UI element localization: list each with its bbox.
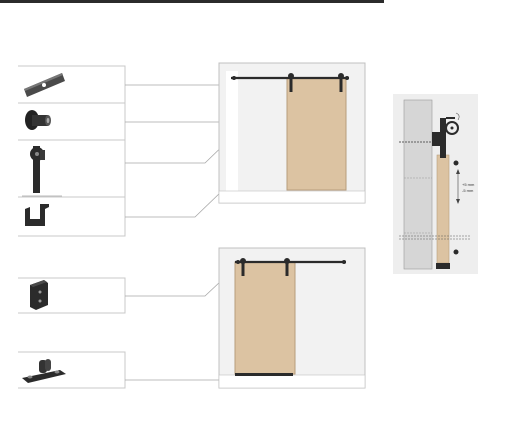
door-illustration-bottom: [218, 247, 366, 389]
anti-jump-clip-icon: [25, 204, 49, 226]
component-box-1: [18, 65, 126, 104]
door-illustration-top: [218, 62, 366, 204]
component-box-4: [18, 196, 126, 237]
component-box-6: [18, 351, 126, 389]
dimension-label-minus: -5 mm: [462, 188, 474, 193]
flat-bar-plate-icon: [24, 73, 65, 97]
dimension-label-plus: +5 mm: [462, 182, 475, 187]
top-rule: [0, 0, 384, 3]
roller-hanger-icon: [22, 146, 62, 197]
component-box-5: [18, 277, 126, 314]
floor-guide-icon: [22, 359, 66, 383]
wall-spacer-bolt-icon: [25, 110, 51, 130]
door-stop-bracket-icon: [30, 280, 48, 310]
side-section-view: [393, 94, 478, 274]
